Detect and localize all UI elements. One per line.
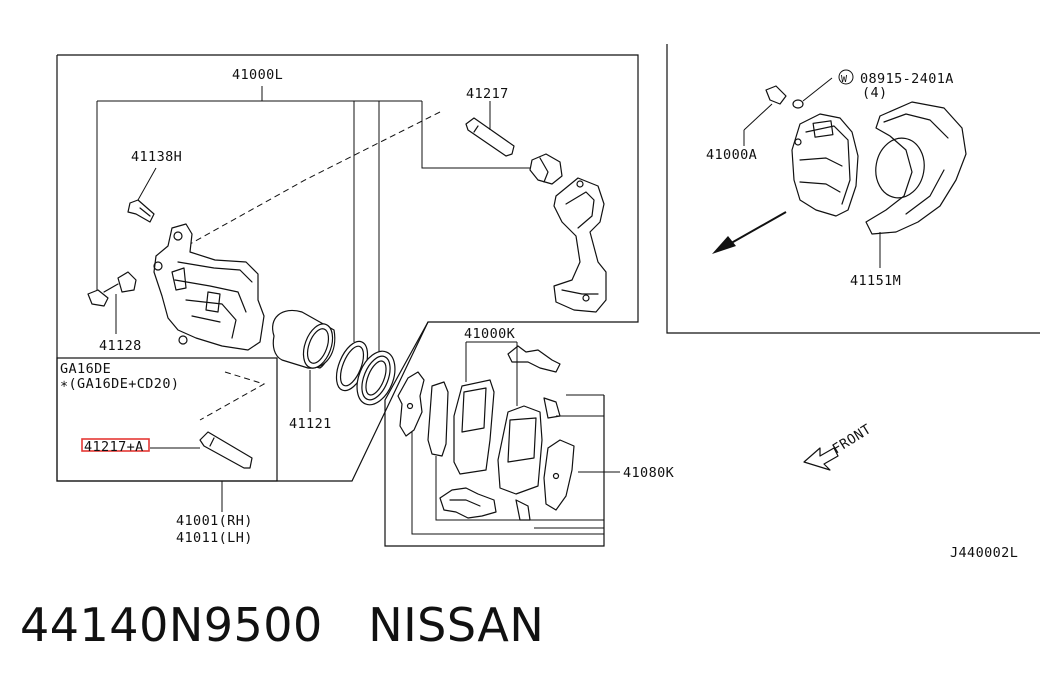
caliper-pin-lower: [150, 431, 253, 469]
label-baffle-plate: 41151M: [850, 273, 901, 289]
label-washer-part: 08915-2401A: [860, 71, 954, 87]
footer-part-number: 44140N9500: [20, 598, 323, 652]
bleeder-screw: [127, 167, 157, 223]
caliper-bracket: [553, 177, 607, 313]
caliper-pin-upper: [465, 101, 515, 157]
piston: [272, 309, 336, 412]
label-piston: 41121: [289, 416, 332, 432]
footer-brand: NISSAN: [368, 598, 545, 652]
guide-dashed-upper: [189, 111, 441, 245]
label-engine-note-2: ∗(GA16DE+CD20): [60, 376, 179, 392]
leader-tree-41000k: [411, 341, 620, 535]
caliper-body: [153, 223, 265, 351]
label-bleeder-screw: 41138H: [131, 149, 182, 165]
bleeder-cap: [87, 271, 137, 334]
pad-kit-frame: [384, 321, 605, 547]
caliper-detail: [791, 113, 859, 217]
label-pad-set: 41080K: [623, 465, 675, 481]
label-caliper-pin-upper: 41217: [466, 86, 509, 102]
washer-code-circle: [838, 69, 854, 85]
leader-tree-41000l: [96, 86, 540, 353]
label-diagram-code: J440002L: [950, 545, 1018, 561]
label-washer-qty: (4): [862, 85, 888, 101]
label-pin-lower: 41217+A: [84, 439, 144, 455]
label-pad-kit: 41000K: [464, 326, 516, 342]
label-front: FRONT: [830, 421, 875, 457]
pad-kit-parts: [397, 345, 575, 521]
dust-boot-seal: [356, 350, 396, 406]
label-bleeder-cap: 41128: [99, 338, 142, 354]
highlight-box: [81, 438, 150, 452]
label-caliper-lh: 41011(LH): [176, 530, 253, 546]
washer: [792, 77, 833, 109]
bolt-41000a: [743, 85, 787, 146]
direction-arrow: [712, 211, 787, 254]
label-engine-note-1: GA16DE: [60, 361, 111, 377]
pin-boot: [529, 153, 563, 185]
footer-title: 44140N9500 NISSAN: [20, 598, 544, 652]
engine-note-box: [56, 357, 278, 482]
detail-frame: [666, 44, 1040, 334]
label-caliper-assembly: 41000L: [232, 67, 283, 83]
label-bolt-41000a: 41000A: [706, 147, 757, 163]
guide-dashed-note: [199, 371, 266, 421]
baffle-plate: [865, 101, 967, 268]
front-arrow-icon: [803, 447, 839, 471]
label-washer-code: W: [841, 74, 848, 85]
label-caliper-rh: 41001(RH): [176, 513, 253, 529]
